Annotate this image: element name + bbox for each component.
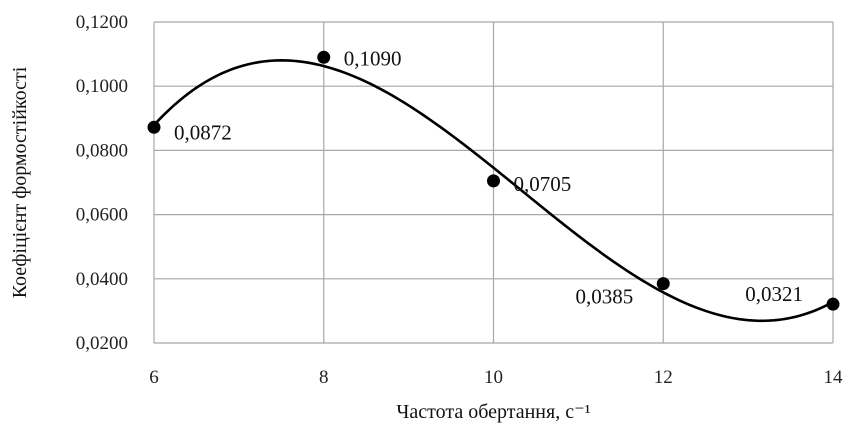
y-tick-label: 0,1000 bbox=[76, 76, 128, 97]
y-tick-label: 0,0400 bbox=[76, 269, 128, 290]
x-tick-label: 10 bbox=[484, 367, 503, 388]
data-point bbox=[656, 277, 670, 291]
trendline-curve bbox=[153, 59, 834, 323]
data-label: 0,1090 bbox=[344, 46, 402, 70]
y-tick-label: 0,0200 bbox=[76, 333, 128, 354]
grid bbox=[153, 21, 834, 344]
data-label: 0,0321 bbox=[745, 282, 803, 306]
x-axis-title: Частота обертання, с⁻¹ bbox=[396, 401, 590, 423]
x-tick-label: 14 bbox=[824, 367, 844, 388]
y-axis-title: Коефіцієнт формостійкості bbox=[9, 66, 31, 298]
data-label: 0,0705 bbox=[514, 172, 572, 196]
data-label: 0,0385 bbox=[576, 285, 634, 309]
x-tick-label: 12 bbox=[654, 367, 673, 388]
tick-labels: 0,0200 0,0400 0,0600 0,0800 0,1000 0,1200 6 8 10… bbox=[76, 12, 843, 388]
data-label: 0,0872 bbox=[174, 120, 232, 144]
data-point bbox=[147, 120, 161, 134]
data-labels: 0,0872 0,1090 0,0705 0,0385 0,0321 bbox=[174, 46, 803, 308]
y-tick-label: 0,0800 bbox=[76, 140, 128, 161]
data-point bbox=[826, 297, 840, 311]
y-tick-label: 0,0600 bbox=[76, 205, 128, 226]
data-points bbox=[147, 50, 840, 311]
data-point bbox=[487, 174, 500, 188]
y-tick-label: 0,1200 bbox=[76, 12, 128, 33]
trendline bbox=[153, 59, 834, 323]
x-tick-label: 6 bbox=[149, 367, 159, 388]
x-tick-label: 8 bbox=[319, 367, 329, 388]
data-point bbox=[317, 50, 331, 64]
